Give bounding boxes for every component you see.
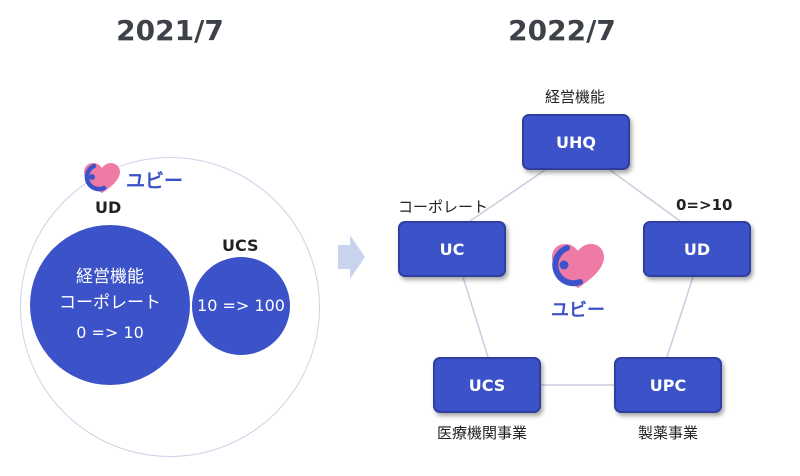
uhq-caption: 経営機能 — [545, 88, 606, 106]
uhq-node: UHQ — [522, 114, 630, 170]
edge-ud-upc — [666, 276, 694, 358]
ud-caption: 0=>10 — [676, 196, 733, 214]
uc-node: UC — [398, 221, 506, 277]
edge-uhq-uc — [469, 169, 546, 222]
heart-logo-icon — [84, 163, 120, 193]
uc-caption: コーポレート — [398, 198, 489, 216]
ud-circle-line3: 0 => 10 — [76, 323, 144, 342]
ud-circle-line1: 経営機能 — [76, 267, 144, 287]
ubie-logo-left: ユビー — [84, 163, 183, 193]
edge-uc-ucs — [462, 276, 489, 358]
ud-circle: 経営機能 コーポレート 0 => 10 — [30, 225, 190, 385]
ucs-node: UCS — [433, 357, 541, 413]
ud-node: UD — [643, 221, 751, 277]
transition-arrow-icon — [338, 235, 365, 279]
logo-wordmark: ユビー — [126, 170, 183, 192]
upc-node: UPC — [614, 357, 722, 413]
year-heading-2021: 2021/7 — [116, 14, 224, 47]
ucs-caption: 医療機関事業 — [437, 424, 528, 442]
ucs-label: UCS — [222, 236, 259, 255]
logo-wordmark: ユビー — [551, 300, 605, 321]
ucs-circle: 10 => 100 — [192, 257, 290, 355]
ud-label: UD — [95, 198, 122, 217]
year-heading-2022: 2022/7 — [508, 14, 616, 47]
organization-boundary-ring — [20, 157, 320, 457]
upc-caption: 製薬事業 — [638, 424, 699, 442]
ubie-logo-center: ユビー — [551, 244, 605, 321]
ud-circle-line2: コーポレート — [59, 293, 161, 313]
ucs-circle-line1: 10 => 100 — [197, 296, 285, 315]
heart-logo-icon — [552, 244, 604, 288]
edge-uhq-ud — [609, 169, 681, 222]
